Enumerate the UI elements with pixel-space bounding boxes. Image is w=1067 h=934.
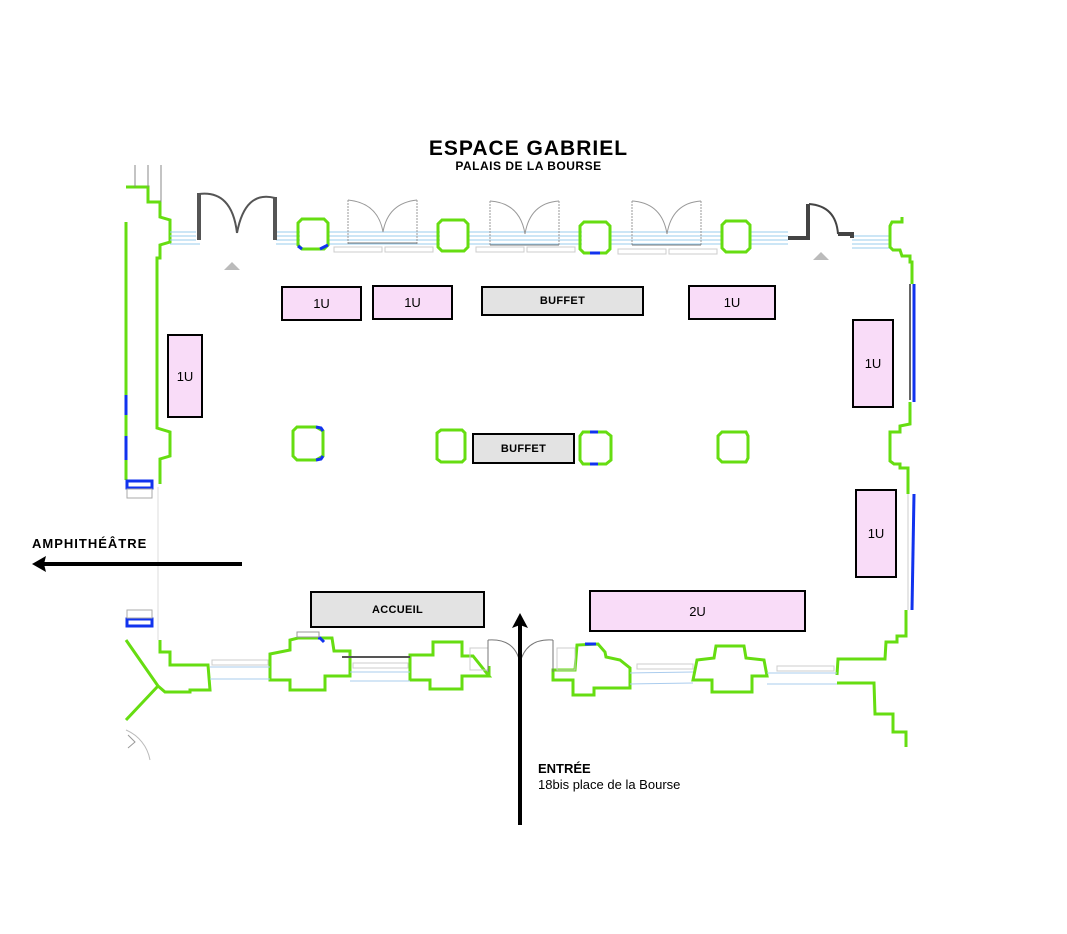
- amphitheatre-label: AMPHITHÉÂTRE: [32, 536, 148, 551]
- buffet-top[interactable]: BUFFET: [481, 286, 644, 316]
- stand-top-1[interactable]: 1U: [281, 286, 362, 321]
- accueil[interactable]: ACCUEIL: [310, 591, 485, 628]
- exit-markers: [224, 252, 829, 270]
- stand-bottom-2u[interactable]: 2U: [589, 590, 806, 632]
- bottom-wall: [268, 636, 769, 697]
- bottom-windows: [210, 666, 837, 685]
- top-windows: [170, 231, 890, 249]
- stand-left[interactable]: 1U: [167, 334, 203, 418]
- door-top-right: [788, 203, 854, 240]
- top-pillars: [296, 217, 914, 284]
- stand-right-2[interactable]: 1U: [855, 489, 897, 578]
- entrance-address: 18bis place de la Bourse: [538, 777, 681, 792]
- left-wall-details: [125, 165, 162, 761]
- page-subtitle: PALAIS DE LA BOURSE: [455, 159, 602, 173]
- buffet-center[interactable]: BUFFET: [472, 433, 575, 464]
- stand-top-3[interactable]: 1U: [688, 285, 776, 320]
- interior-pillars: [291, 425, 750, 466]
- arrow-left-icon: [32, 556, 242, 572]
- stand-right-1[interactable]: 1U: [852, 319, 894, 408]
- right-wall: [835, 284, 916, 747]
- entrance-label: ENTRÉE: [538, 761, 591, 776]
- glass-doors-top: [347, 199, 702, 246]
- top-sills: [333, 246, 718, 255]
- pillar-blue-marks: [297, 243, 600, 255]
- left-wall-blue: [124, 395, 154, 628]
- left-wall: [124, 185, 212, 722]
- bottom-sills: [211, 647, 835, 672]
- page-title: ESPACE GABRIEL: [428, 137, 629, 160]
- door-top-left: [197, 192, 277, 240]
- bottom-grille: [296, 631, 320, 638]
- bottom-blue-marks: [318, 636, 596, 646]
- stand-top-2[interactable]: 1U: [372, 285, 453, 320]
- arrow-up-icon: [512, 613, 528, 825]
- interior-pillar-blue-marks: [315, 425, 598, 466]
